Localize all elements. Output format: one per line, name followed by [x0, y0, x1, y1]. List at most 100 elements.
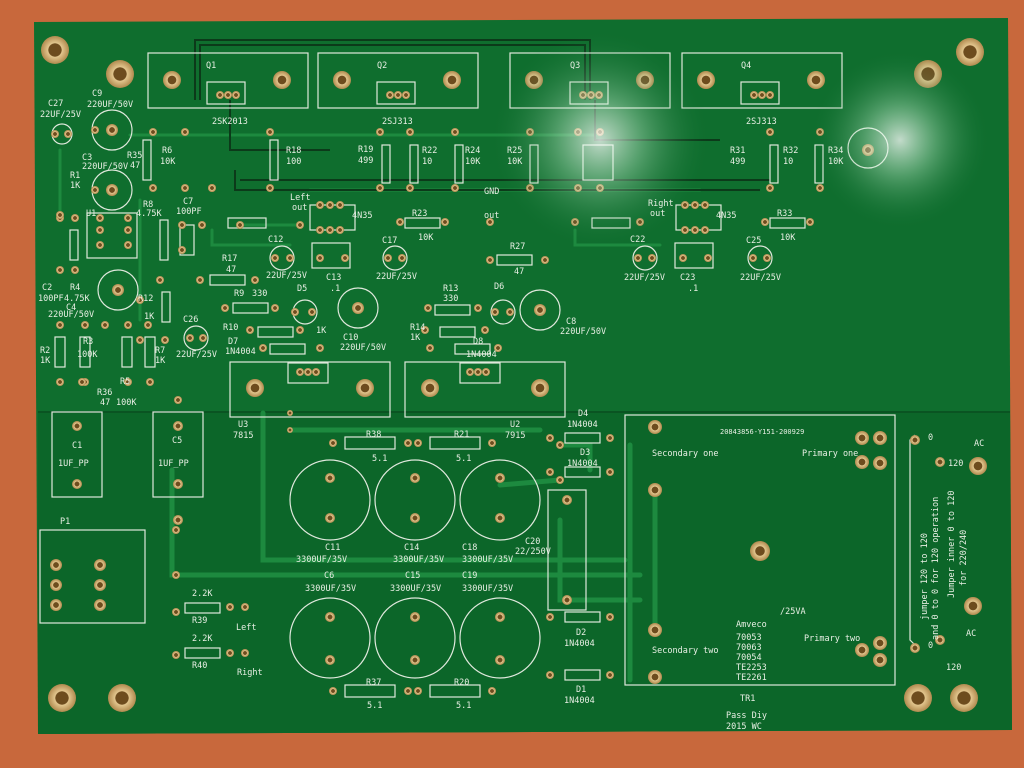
label-c2-value: 100PF — [38, 294, 64, 304]
solder-pad — [173, 515, 183, 525]
solder-pad — [71, 214, 79, 222]
solder-pad — [404, 439, 412, 447]
c1-outline — [51, 411, 103, 498]
solder-pad — [376, 184, 384, 192]
solder-pad — [106, 124, 118, 136]
solder-pad — [112, 284, 124, 296]
solder-pad — [172, 651, 180, 659]
solder-pad — [316, 226, 324, 234]
solder-pad — [94, 579, 106, 591]
solder-pad — [149, 128, 157, 136]
solder-pad — [136, 336, 144, 344]
label-ac-b: AC — [966, 629, 976, 639]
p1-outline — [39, 529, 146, 624]
solder-pad — [246, 326, 254, 334]
label-c10: C10 — [343, 333, 358, 343]
solder-pad — [414, 687, 422, 695]
solder-pad — [855, 643, 869, 657]
label-zero-a: 0 — [928, 433, 933, 443]
solder-pad — [173, 479, 183, 489]
label-r1-value: 1K — [70, 181, 81, 191]
label-jumper-line2: and 0 to 0 for 120 operation — [931, 497, 941, 640]
solder-pad — [72, 421, 82, 431]
solder-pad — [296, 221, 304, 229]
solder-pad — [697, 71, 715, 89]
label-r10-value: 1K — [316, 326, 327, 336]
solder-pad — [410, 513, 420, 523]
solder-pad — [161, 336, 169, 344]
label-c13-value: .1 — [330, 284, 340, 294]
label-r24-value: 10K — [465, 157, 481, 167]
label-c15-value: 3300UF/35V — [390, 584, 441, 594]
solder-pad — [426, 344, 434, 352]
light-glare-right — [810, 50, 990, 230]
small-components — [54, 139, 824, 698]
label-amveco: Amveco — [736, 620, 767, 630]
solder-pad — [96, 241, 104, 249]
label-right-out: Right — [648, 199, 674, 209]
label-d2-value: 1N4004 — [564, 639, 595, 649]
solder-pad — [634, 254, 642, 262]
label-c23-value: .1 — [688, 284, 698, 294]
solder-pad — [226, 649, 234, 657]
label-c7: C7 — [183, 197, 193, 207]
label-r23: R23 — [412, 209, 427, 219]
solder-pad — [81, 321, 89, 329]
solder-pad — [488, 687, 496, 695]
label-r38: R38 — [366, 430, 381, 440]
solder-pad — [326, 226, 334, 234]
solder-pad — [329, 439, 337, 447]
label-r39: R39 — [192, 616, 207, 626]
solder-pad — [91, 186, 99, 194]
label-r36: R36 — [97, 388, 112, 398]
mounting-hole — [956, 38, 984, 66]
solder-pad — [224, 91, 232, 99]
label-c20-value: 22/250V — [515, 547, 551, 557]
label-120-b: 120 — [946, 663, 961, 673]
label-r5-value: 100K — [116, 398, 137, 408]
label-sj-c: 2SJ313 — [746, 117, 777, 127]
solder-pad — [691, 201, 699, 209]
label-c23: C23 — [680, 273, 695, 283]
solder-pad — [495, 513, 505, 523]
label-q4: Q4 — [741, 61, 751, 71]
solder-pad — [149, 184, 157, 192]
solder-pad — [333, 71, 351, 89]
solder-pad — [286, 254, 294, 262]
solder-pad — [969, 457, 987, 475]
solder-pad — [406, 184, 414, 192]
solder-pad — [178, 221, 186, 229]
solder-pad — [451, 184, 459, 192]
solder-pad — [56, 211, 64, 219]
label-r1: R1 — [70, 171, 80, 181]
label-primary-two: Primary two — [804, 634, 860, 644]
solder-pad — [750, 91, 758, 99]
solder-pad — [466, 368, 474, 376]
label-jumper-line1: jumper 120 to 120 — [920, 533, 930, 620]
label-r40-value: 2.2K — [192, 634, 213, 644]
solder-pad — [816, 184, 824, 192]
label-right-out2: out — [650, 209, 665, 219]
label-d2: D2 — [576, 628, 586, 638]
label-c27: C27 — [48, 99, 63, 109]
label-c27-value: 22UF/25V — [40, 110, 81, 120]
solder-pad — [329, 687, 337, 695]
solder-pad — [443, 71, 461, 89]
label-r19-value: 499 — [358, 156, 373, 166]
solder-pad — [94, 599, 106, 611]
solder-pad — [287, 410, 293, 416]
label-r21: R21 — [454, 430, 469, 440]
u3-outline — [229, 361, 391, 418]
solder-pad — [410, 612, 420, 622]
bulk-capacitors — [51, 109, 889, 679]
solder-pad — [766, 91, 774, 99]
label-transformer-code: 20843856-Y151-200929 — [720, 428, 804, 436]
label-d6: D6 — [494, 282, 504, 292]
solder-pad — [474, 368, 482, 376]
solder-pad — [806, 218, 814, 226]
solder-pad — [679, 254, 687, 262]
label-c14: C14 — [404, 543, 419, 553]
solder-pads — [41, 36, 987, 712]
label-te2253: TE2253 — [736, 663, 767, 673]
solder-pad — [761, 218, 769, 226]
